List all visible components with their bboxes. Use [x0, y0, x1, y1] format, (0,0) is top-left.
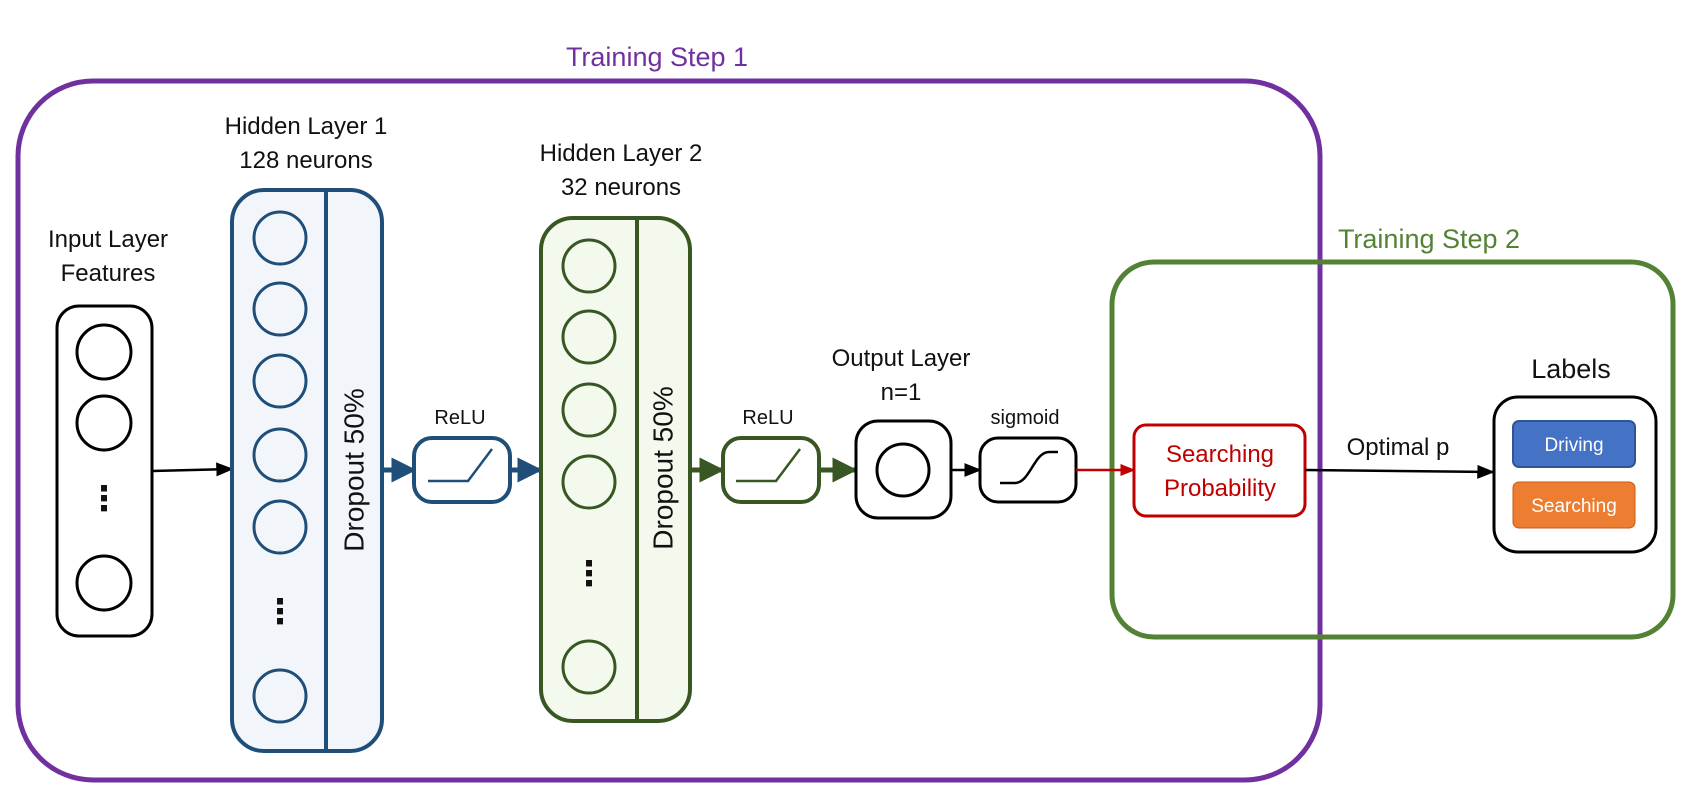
hidden2-neuron: [561, 309, 617, 365]
driving-label: Driving: [1544, 435, 1603, 456]
relu-curve-icon: [428, 448, 493, 483]
training-step-1-region: Training Step 1: [15, 42, 1323, 783]
relu-curve-icon: [736, 448, 801, 483]
activation-2-box: [721, 436, 821, 504]
input-layer-ellipsis: ⋮: [87, 479, 121, 519]
hidden1-neuron: [252, 499, 308, 555]
hidden-layer-2-dropout: Dropout 50%: [647, 386, 678, 549]
input-neuron: [75, 323, 133, 381]
hidden-layer-1: Hidden Layer 1 128 neurons ⋮ Dropout 50%: [225, 113, 388, 753]
output-neuron: [875, 442, 931, 498]
output-layer-title: Output Layer: [832, 345, 971, 372]
activation-2-label: ReLU: [742, 407, 793, 429]
training-step-2-region: Training Step 2: [1109, 224, 1676, 640]
output-layer-subtitle: n=1: [881, 379, 922, 406]
input-neuron: [75, 394, 133, 452]
hidden1-neuron: [252, 281, 308, 337]
activation-3-box: [978, 436, 1078, 504]
hidden1-neuron: [252, 427, 308, 483]
training-step-1-frame: [15, 78, 1323, 783]
hidden-layer-2: Hidden Layer 2 32 neurons ⋮ Dropout 50%: [539, 140, 703, 723]
input-layer-subtitle: Features: [61, 260, 156, 287]
hidden1-neuron: [252, 210, 308, 266]
searching-label-box: [1512, 481, 1636, 529]
activation-3-label: sigmoid: [991, 407, 1060, 429]
input-layer: Input Layer Features ⋮: [48, 226, 168, 638]
activation-1: ReLU: [412, 407, 512, 504]
searching-probability-node: Searching Probability: [1132, 423, 1307, 518]
input-neuron: [75, 554, 133, 612]
hidden-layer-1-title: Hidden Layer 1: [225, 113, 388, 140]
output-layer-box: [854, 419, 953, 520]
hidden2-neuron: [561, 639, 617, 695]
searching-label: Searching: [1531, 496, 1617, 517]
training-step-2-label: Training Step 2: [1338, 224, 1520, 254]
activation-2: ReLU: [721, 407, 821, 504]
activation-1-label: ReLU: [434, 407, 485, 429]
hidden-layer-2-title: Hidden Layer 2: [540, 140, 703, 167]
hidden-layer-1-dropout: Dropout 50%: [338, 388, 369, 551]
labels-title: Labels: [1531, 354, 1611, 384]
hidden1-neuron: [252, 353, 308, 409]
searching-probability-box: [1132, 423, 1307, 518]
connector-input-to-hidden1: [151, 462, 234, 477]
hidden1-neuron: [252, 668, 308, 724]
training-step-1-label: Training Step 1: [566, 42, 748, 72]
input-layer-title: Input Layer: [48, 226, 168, 253]
hidden-layer-1-subtitle: 128 neurons: [239, 147, 372, 174]
sigmoid-curve-icon: [1000, 450, 1058, 485]
searching-probability-line2: Probability: [1164, 475, 1276, 502]
threshold-label: Optimal p: [1347, 434, 1450, 461]
hidden2-neuron: [561, 238, 617, 294]
training-step-2-frame: [1109, 259, 1676, 640]
activation-3: sigmoid: [978, 407, 1078, 504]
hidden2-neuron: [561, 454, 617, 510]
connector-probability-to-labels: [1304, 464, 1495, 479]
input-layer-box: [55, 304, 154, 638]
activation-1-box: [412, 436, 512, 504]
driving-label-box: [1512, 420, 1636, 468]
labels-node: Labels Driving Searching: [1492, 354, 1658, 554]
hidden-layer-1-ellipsis: ⋮: [263, 592, 297, 632]
output-layer: Output Layer n=1: [832, 345, 971, 520]
hidden-layer-2-ellipsis: ⋮: [572, 554, 606, 594]
hidden-layer-2-subtitle: 32 neurons: [561, 174, 681, 201]
searching-probability-line1: Searching: [1166, 441, 1274, 468]
hidden2-neuron: [561, 382, 617, 438]
